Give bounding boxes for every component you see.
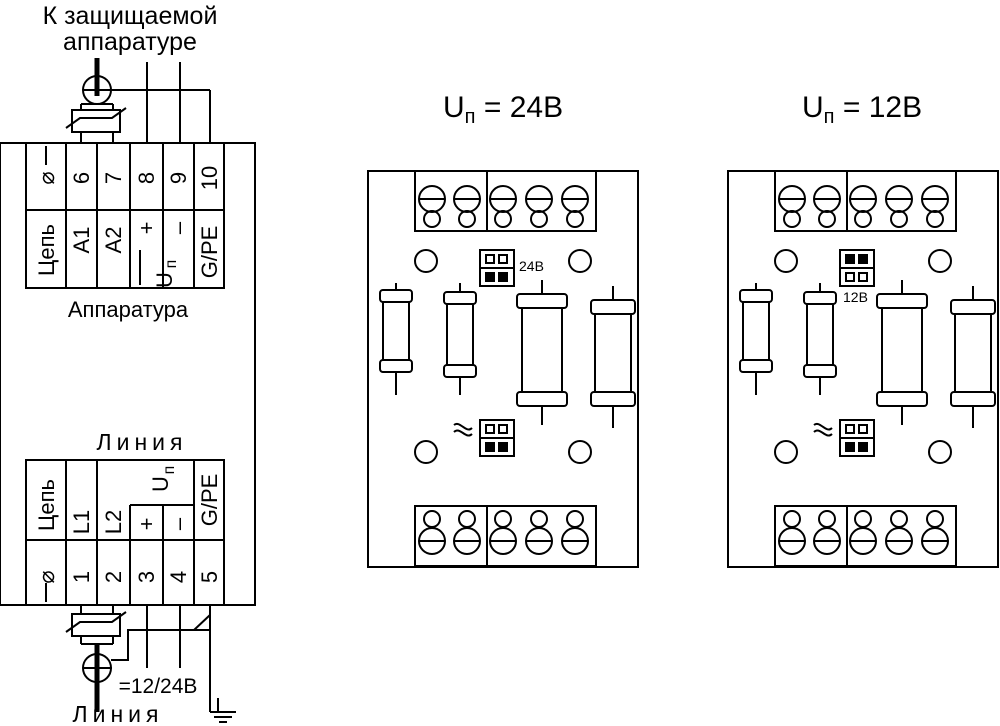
terminal-4: 4 <box>166 571 191 583</box>
board-12v-heading: Uп = 12В <box>802 91 922 128</box>
top-caption-line1: К защищаемой <box>43 2 218 30</box>
bottom-function-plus: + <box>134 518 159 531</box>
top-caption-line2: аппаратуре <box>63 28 197 56</box>
board-24v-jumper-label: 24В <box>519 258 544 274</box>
function-a2: A2 <box>101 227 126 254</box>
function-gpe: G/PE <box>197 226 222 279</box>
top-wiring <box>65 58 211 143</box>
supply-label-sub: п <box>163 260 180 269</box>
board-12v-jumper-label: 12В <box>843 289 868 305</box>
board-12v: Uп = 12В 12В <box>727 91 999 568</box>
supply-label-u: U <box>152 272 177 288</box>
bottom-supply-label-sub: п <box>161 466 178 475</box>
bottom-row-function-label: Цепь <box>34 479 59 531</box>
bottom-terminal-block: Цепь L1 L2 + – G/PE U п ⌀ 1 2 3 4 5 <box>25 459 225 606</box>
bottom-function-minus: – <box>166 517 191 530</box>
top-terminal-block: ⌀ 6 7 8 9 10 Цепь A1 A2 + – G/PE U п <box>25 142 225 289</box>
equipment-label: Аппаратура <box>68 297 189 322</box>
board-24v: Uп = 24В 24В <box>367 91 639 568</box>
bottom-supply-label-u: U <box>148 476 173 492</box>
top-row-function-label: Цепь <box>34 224 59 276</box>
terminal-6: 6 <box>69 172 94 184</box>
bottom-wiring <box>65 605 236 723</box>
terminal-8: 8 <box>134 172 159 184</box>
board-24v-components <box>379 280 636 428</box>
terminal-9: 9 <box>166 172 191 184</box>
board-24v-heading: Uп = 24В <box>443 91 563 128</box>
board-12v-top-screws <box>778 185 949 228</box>
line-label-bottom: Линия <box>73 701 164 726</box>
board-12v-components <box>739 280 996 428</box>
board-24v-bottom-screws <box>418 510 589 555</box>
line-label-top: Линия <box>97 429 188 455</box>
function-a1: A1 <box>69 227 94 254</box>
board-12v-bottom-screws <box>778 510 949 555</box>
supply-voltage-label: =12/24В <box>119 675 198 698</box>
terminal-2: 2 <box>101 571 126 583</box>
terminal-7: 7 <box>101 172 126 184</box>
terminal-10: 10 <box>197 166 222 190</box>
function-l1: L1 <box>69 510 94 534</box>
top-row-symbol: ⌀ <box>34 171 59 184</box>
bottom-function-gpe: G/PE <box>197 474 222 527</box>
module-body <box>0 142 256 606</box>
bottom-row-symbol: ⌀ <box>34 570 59 583</box>
connection-diagram: К защищаемой аппаратуре ⌀ 6 7 8 9 10 Цеп… <box>0 2 256 726</box>
board-24v-top-screws <box>418 185 589 228</box>
terminal-5: 5 <box>197 571 222 583</box>
function-minus: – <box>166 221 191 234</box>
terminal-3: 3 <box>134 571 159 583</box>
function-plus: + <box>134 222 159 235</box>
terminal-1: 1 <box>69 571 94 583</box>
function-l2: L2 <box>101 510 126 534</box>
